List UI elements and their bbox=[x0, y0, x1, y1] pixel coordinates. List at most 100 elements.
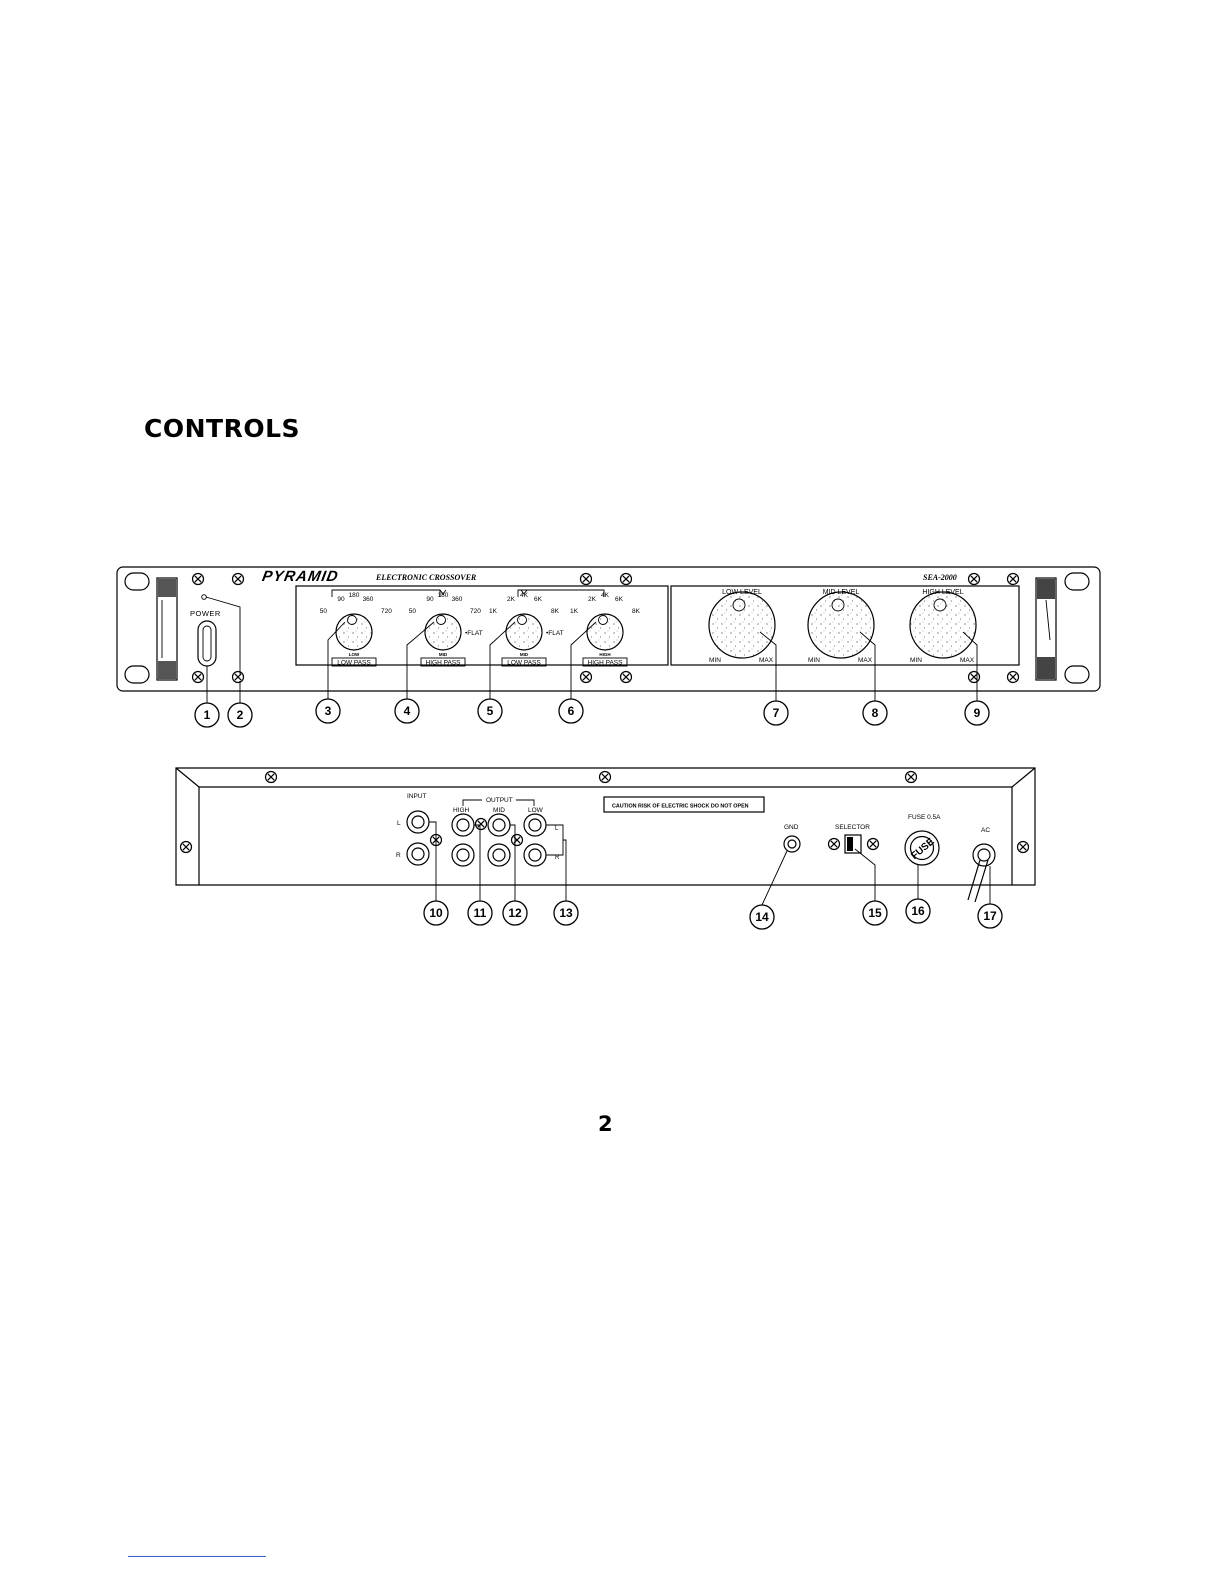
callout-number: 17 bbox=[983, 909, 997, 923]
callout-11: 11 bbox=[467, 824, 493, 926]
model-line: ELECTRONIC CROSSOVER bbox=[375, 573, 477, 582]
output-mid-label: MID bbox=[493, 807, 505, 814]
callout-number: 5 bbox=[487, 704, 494, 718]
output-high-label: HIGH bbox=[453, 807, 470, 814]
screw-icon bbox=[619, 670, 633, 684]
callout-14: 14 bbox=[749, 850, 788, 930]
scale-label: 2K bbox=[507, 596, 516, 603]
screw-icon bbox=[264, 770, 278, 784]
callout-15: 15 bbox=[854, 848, 888, 926]
callout-3: 3 bbox=[315, 621, 346, 724]
output-high-l-jack[interactable] bbox=[451, 813, 475, 837]
input-r-jack[interactable] bbox=[406, 842, 430, 866]
section-label: HIGH PASS bbox=[588, 660, 624, 667]
level-title: HIGH LEVEL bbox=[922, 589, 963, 596]
min-label: MIN bbox=[709, 657, 721, 664]
screw-icon bbox=[827, 837, 841, 851]
led-leader bbox=[205, 596, 241, 674]
brand-logo: PYRAMID bbox=[261, 568, 340, 585]
gnd-label: GND bbox=[784, 824, 799, 831]
screw-icon bbox=[1016, 840, 1030, 854]
crossover-module bbox=[295, 585, 669, 666]
rack-hole-icon bbox=[124, 572, 150, 591]
callout-number: 15 bbox=[868, 906, 882, 920]
knob-name: HIGH bbox=[599, 652, 610, 657]
output-low-r-jack[interactable] bbox=[523, 843, 547, 867]
screw-icon bbox=[231, 670, 245, 684]
section-label: HIGH PASS bbox=[426, 660, 462, 667]
power-label: POWER bbox=[190, 609, 221, 618]
callout-number: 8 bbox=[872, 706, 879, 720]
section-label: LOW PASS bbox=[507, 660, 541, 667]
scale-label: 8K bbox=[551, 608, 560, 615]
callout-16: 16 bbox=[905, 865, 931, 924]
screw-icon bbox=[967, 670, 981, 684]
callout-number: 6 bbox=[568, 704, 575, 718]
input-right-label: R bbox=[396, 852, 401, 859]
screw-icon bbox=[579, 572, 593, 586]
callout-1: 1 bbox=[194, 666, 220, 728]
output-mid-l-jack[interactable] bbox=[487, 813, 511, 837]
knob-name: MID bbox=[520, 652, 529, 657]
page-number: 2 bbox=[598, 1112, 613, 1136]
screw-icon bbox=[967, 572, 981, 586]
footer-rule bbox=[128, 1556, 266, 1557]
scale-label: 720 bbox=[381, 608, 392, 615]
output-high-r-jack[interactable] bbox=[451, 843, 475, 867]
front-panel: PYRAMID ELECTRONIC CROSSOVER SEA-2000 PO… bbox=[116, 566, 1101, 728]
ac-cord bbox=[967, 843, 996, 903]
screw-icon bbox=[510, 833, 524, 847]
selector-switch[interactable] bbox=[844, 834, 862, 854]
callout-6: 6 bbox=[558, 621, 597, 724]
left-handle bbox=[156, 577, 178, 681]
callout-8: 8 bbox=[859, 631, 888, 726]
callout-number: 1 bbox=[204, 708, 211, 722]
level-title: MID LEVEL bbox=[823, 589, 860, 596]
min-label: MIN bbox=[910, 657, 922, 664]
section-label: LOW PASS bbox=[337, 660, 371, 667]
output-label: OUTPUT bbox=[486, 797, 513, 804]
scale-label: 180 bbox=[438, 592, 449, 599]
callout-number: 12 bbox=[508, 906, 522, 920]
scale-label: 2K bbox=[588, 596, 597, 603]
screw-icon bbox=[1006, 670, 1020, 684]
callout-9: 9 bbox=[962, 631, 990, 726]
output-mid-r-jack[interactable] bbox=[487, 843, 511, 867]
gnd-terminal[interactable] bbox=[783, 835, 801, 853]
scale-label: 1K bbox=[570, 608, 579, 615]
scale-label: 180 bbox=[349, 592, 360, 599]
callout-10: 10 bbox=[423, 821, 449, 926]
callout-number: 10 bbox=[429, 906, 443, 920]
output-right-label: R bbox=[555, 855, 560, 861]
callout-7: 7 bbox=[759, 631, 789, 726]
scale-label: 1K bbox=[489, 608, 498, 615]
fuse-holder[interactable]: FUSE bbox=[904, 830, 940, 866]
input-l-jack[interactable] bbox=[406, 810, 430, 834]
level-module bbox=[670, 585, 1020, 666]
scale-label: 360 bbox=[363, 596, 374, 603]
screw-icon bbox=[579, 670, 593, 684]
power-switch[interactable] bbox=[197, 620, 217, 667]
scale-label: 90 bbox=[426, 596, 434, 603]
screw-icon bbox=[231, 572, 245, 586]
scale-label: 90 bbox=[337, 596, 345, 603]
ac-label: AC bbox=[981, 827, 990, 834]
power-led-icon bbox=[201, 594, 207, 600]
screw-icon bbox=[191, 572, 205, 586]
callout-number: 4 bbox=[404, 704, 411, 718]
scale-label: 50 bbox=[409, 608, 417, 615]
flat-label: •FLAT bbox=[546, 630, 564, 637]
callout-number: 16 bbox=[911, 904, 925, 918]
output-low-l-jack[interactable] bbox=[523, 813, 547, 837]
screw-icon bbox=[619, 572, 633, 586]
caution-label-box bbox=[603, 796, 765, 813]
